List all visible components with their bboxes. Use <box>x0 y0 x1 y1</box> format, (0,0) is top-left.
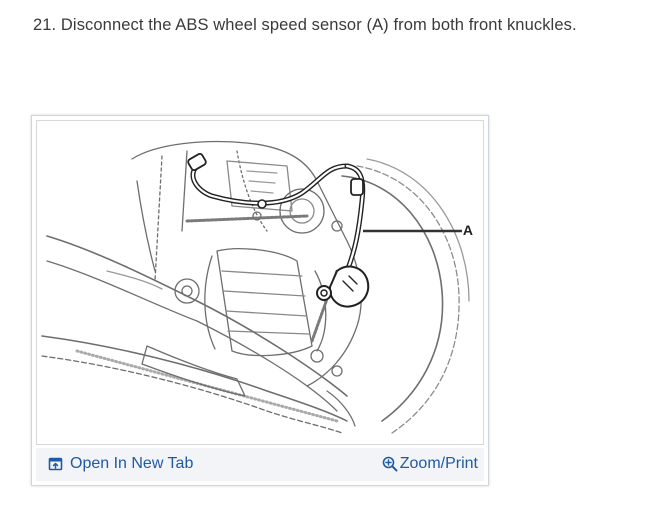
open-in-new-tab-label: Open In New Tab <box>70 455 194 472</box>
open-in-new-tab-link[interactable]: Open In New Tab <box>48 455 193 473</box>
open-new-tab-icon <box>48 456 64 472</box>
zoom-print-link[interactable]: Zoom/Print <box>382 455 478 473</box>
step-instruction: 21. Disconnect the ABS wheel speed senso… <box>33 16 577 34</box>
callout-label-a: A <box>462 222 473 238</box>
figure-card: A Open In New Tab Zoom/Print <box>31 115 489 486</box>
magnifier-plus-icon <box>382 456 398 472</box>
figure-action-bar: Open In New Tab Zoom/Print <box>36 448 484 481</box>
zoom-print-label: Zoom/Print <box>399 455 478 472</box>
abs-sensor-illustration: A <box>36 120 484 445</box>
